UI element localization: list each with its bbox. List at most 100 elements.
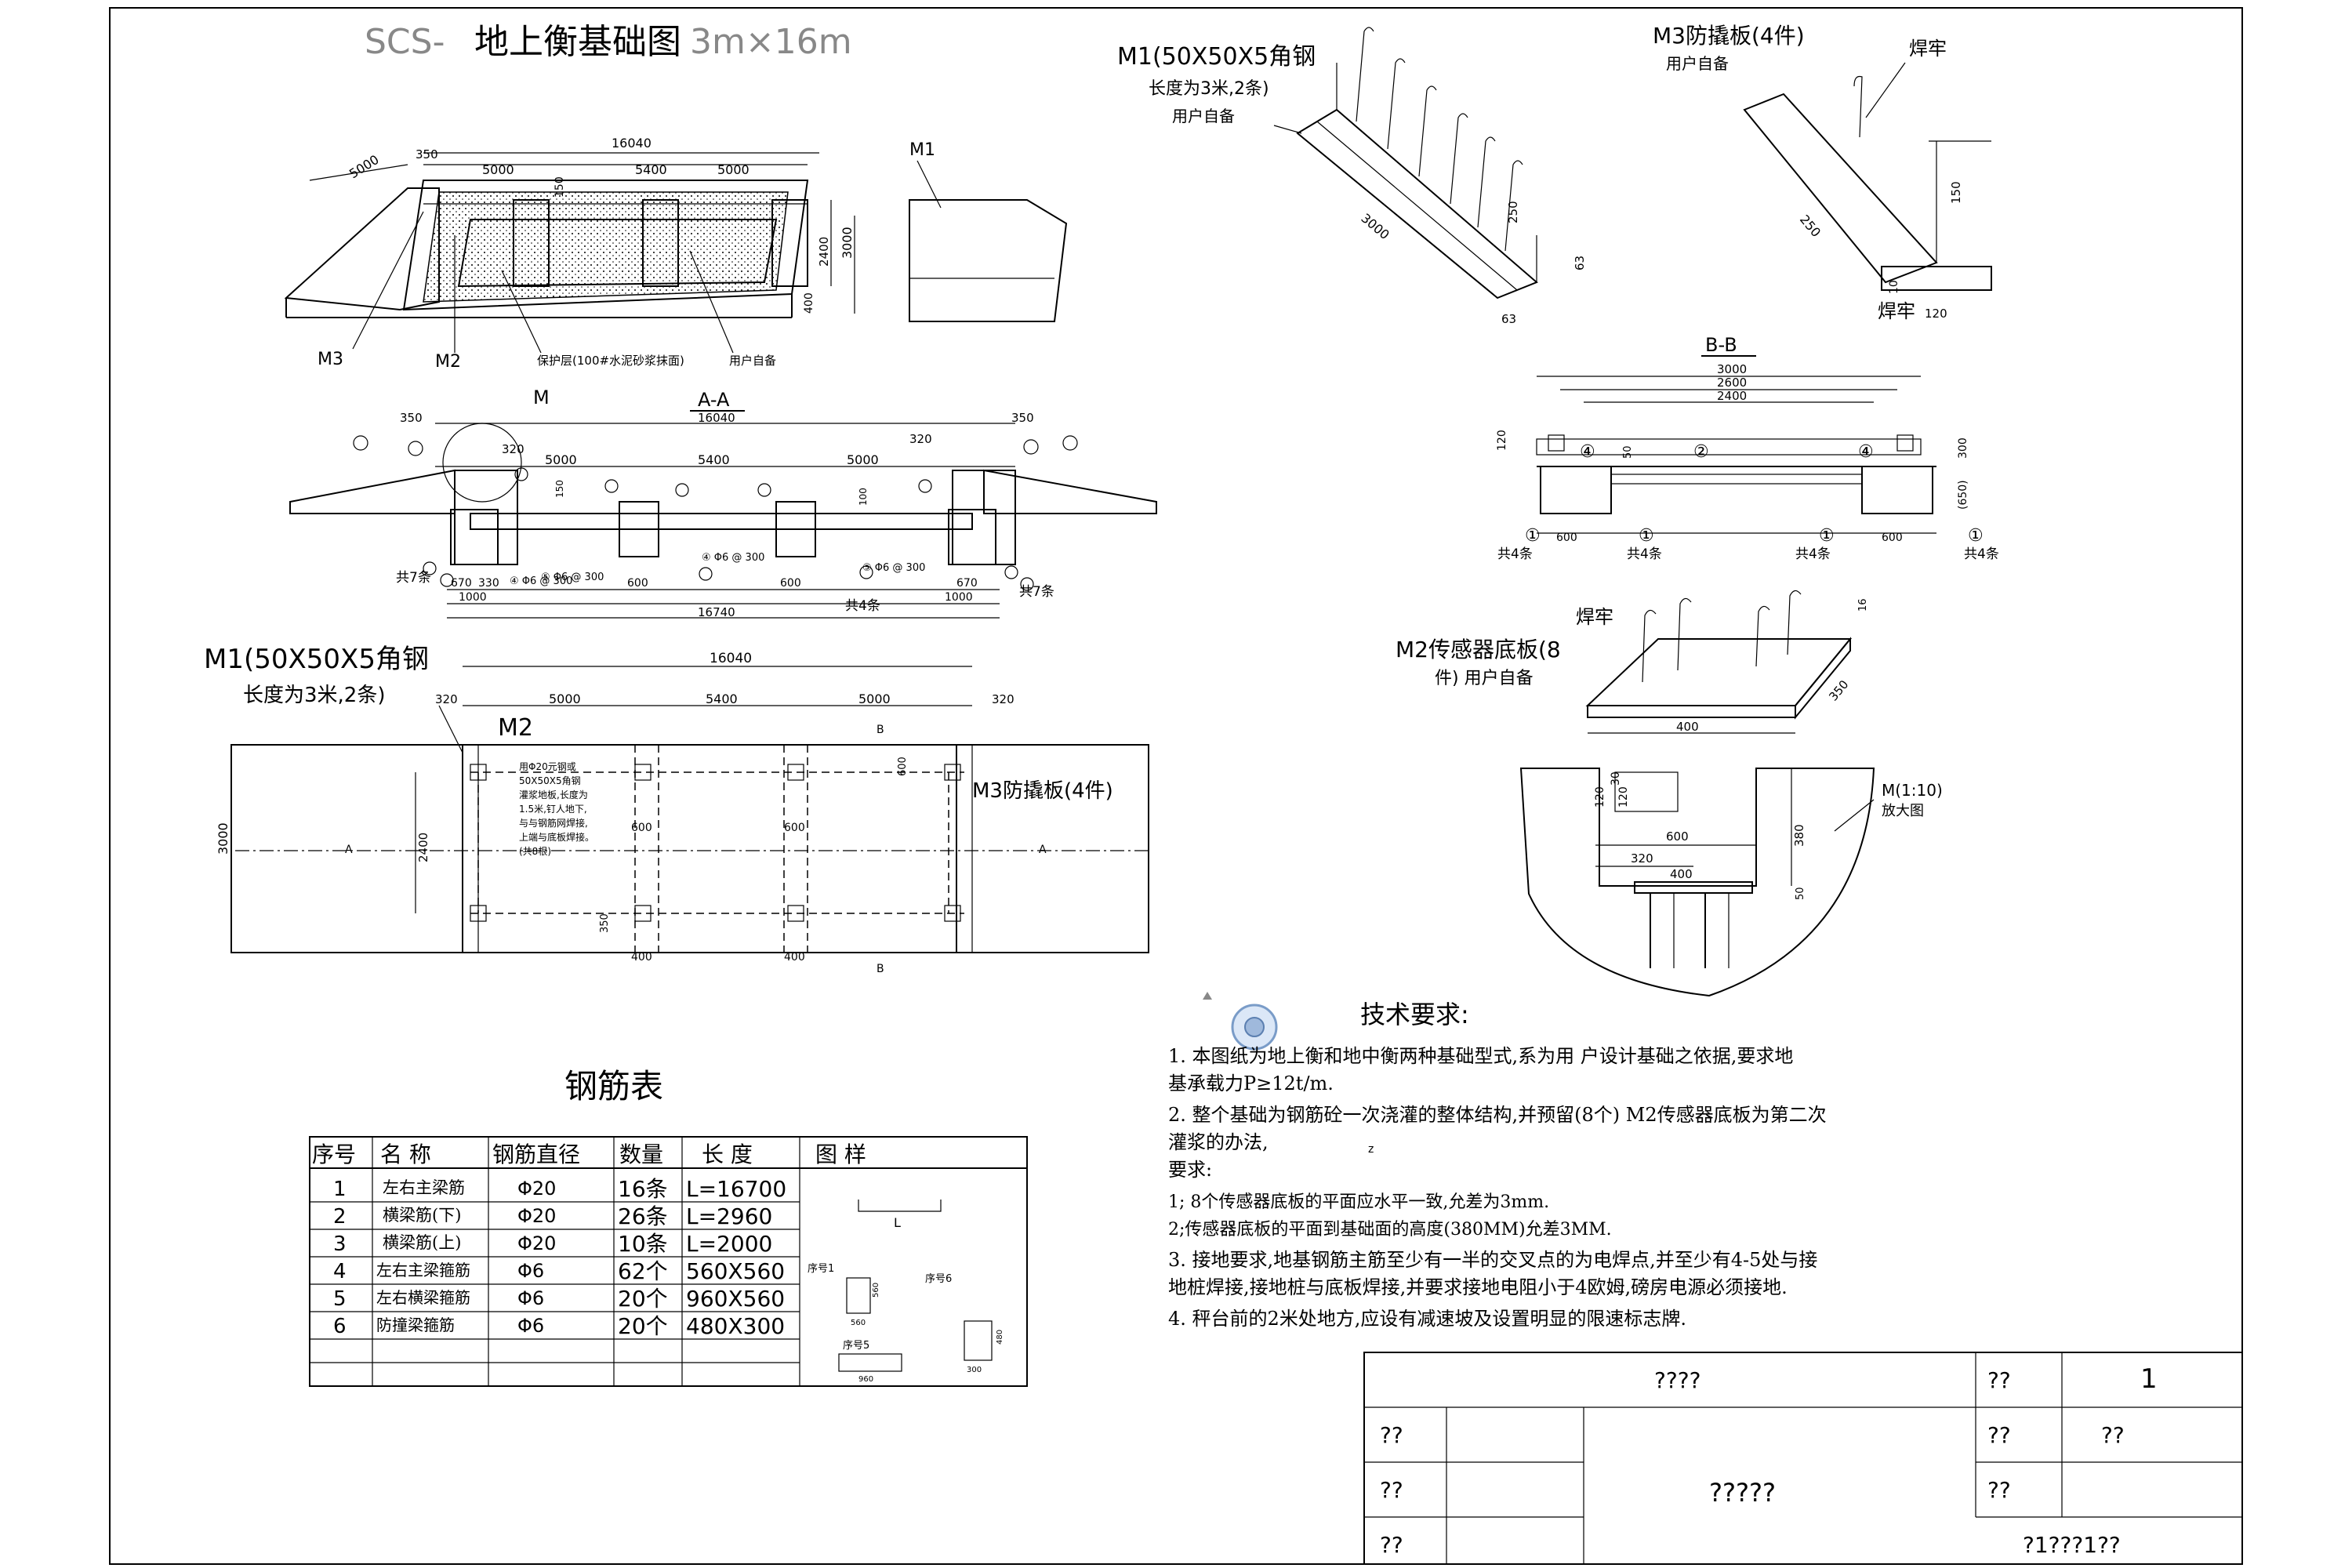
bb-circ-1c: ① <box>1819 526 1835 546</box>
svg-text:Φ20: Φ20 <box>517 1205 556 1227</box>
m2-sensor-plate-detail: M2传感器底板(8 件) 用户自备 焊牢 16 400 350 <box>1396 590 1869 734</box>
m3-detail-label-2: 用户自备 <box>1666 54 1729 73</box>
navigation-wheel-icon[interactable] <box>1203 992 1278 1051</box>
aa-dim-1000a: 1000 <box>459 591 487 604</box>
svg-text:960: 960 <box>858 1375 873 1384</box>
steel-col-len: 长 度 <box>702 1142 753 1167</box>
bb-dim-120: 120 <box>1496 430 1508 451</box>
aa-count-7a: 共7条 <box>396 570 431 586</box>
m2-detail-weld-label: 焊牢 <box>1576 606 1613 628</box>
tb-cell-title: ???? <box>1654 1367 1700 1393</box>
aa-dim-100: 100 <box>858 488 869 506</box>
bb-dim-600a: 600 <box>1556 532 1577 544</box>
m1-detail-dim-250: 250 <box>1506 201 1520 223</box>
detail-subtitle: 放大图 <box>1882 803 1924 819</box>
title-block: ???? ?? 1 ?? ?? ?? ?? ????? ?? ?? ?1???1… <box>1363 1352 2243 1565</box>
plan-m2-plates <box>470 764 961 922</box>
svg-text:Φ20: Φ20 <box>517 1232 556 1254</box>
tech-line-7: 2;传感器底板的平面到基础面的高度(380MM)允差3MM. <box>1168 1220 1612 1240</box>
svg-text:1.5米,钉人地下,: 1.5米,钉人地下, <box>519 804 587 815</box>
tech-line-2: 基承载力P≥12t/m. <box>1168 1073 1334 1094</box>
plan-sec-a-left: A <box>345 844 353 856</box>
svg-text:4: 4 <box>333 1260 347 1283</box>
iso-dim-5400: 5400 <box>635 162 667 177</box>
svg-text:62个: 62个 <box>618 1258 668 1284</box>
tb-cell-sheet-value: ?? <box>2101 1422 2125 1448</box>
tb-cell-check: ?? <box>1380 1477 1403 1503</box>
aa-rebar-note-4: ⑤ Φ6 @ 300 <box>862 562 925 574</box>
svg-text:横梁筋(上): 横梁筋(上) <box>383 1233 461 1252</box>
plan-view: M1(50X50X5角钢 长度为3米,2条) 16040 320 <box>204 644 1152 975</box>
svg-text:序号5: 序号5 <box>843 1340 869 1352</box>
detail-dim-120a: 120 <box>1594 786 1606 808</box>
bb-dim-600b: 600 <box>1882 532 1903 544</box>
m3-detail-dim-10: 10 <box>1888 280 1900 294</box>
tb-cell-scale-label: ?? <box>1987 1367 2011 1393</box>
aa-dim-350a: 350 <box>400 411 423 425</box>
tech-line-10: 4. 秤台前的2米处地方,应设有减速坡及设置明显的限速标志牌. <box>1168 1308 1686 1330</box>
svg-text:左右主梁箍筋: 左右主梁箍筋 <box>376 1261 470 1279</box>
plan-sec-a-right: A <box>1039 844 1047 856</box>
svg-text:序号6: 序号6 <box>925 1273 952 1285</box>
tb-cell-drawing-no: ?1???1?? <box>2023 1532 2121 1558</box>
m1-detail-dim-3000: 3000 <box>1358 211 1392 243</box>
bb-circ-1a: ① <box>1525 526 1541 546</box>
aa-rebar-note-1: ④ Φ6 @ 300 <box>510 575 572 587</box>
aa-dim-150: 150 <box>554 480 565 498</box>
title-main: 地上衡基础图 <box>474 22 681 62</box>
title-suffix: 3m×16m <box>690 22 852 62</box>
detail-dim-320: 320 <box>1631 851 1653 866</box>
title-prefix: SCS- <box>365 22 445 62</box>
aa-dim-16740: 16740 <box>698 605 735 619</box>
steel-table: 钢筋表 序号 名 称 钢筋直径 数量 长 度 图 样 1 左右主梁筋 Φ20 1… <box>309 1067 1028 1387</box>
aa-dim-670b: 670 <box>956 577 978 590</box>
bb-count-d: 共4条 <box>1964 546 1999 562</box>
aa-dim-600a: 600 <box>627 577 648 590</box>
detail-title: M(1:10) <box>1882 781 1943 800</box>
tech-line-3: 2. 整个基础为钢筋砼一次浇灌的整体结构,并预留(8个) M2传感器底板为第二次 <box>1168 1104 1827 1126</box>
m3-anti-pry-plate-detail: M3防撬板(4件) 用户自备 焊牢 250 150 10 120 焊牢 <box>1653 23 1992 322</box>
svg-text:Φ20: Φ20 <box>517 1178 556 1200</box>
bb-title: B-B <box>1705 334 1737 356</box>
steel-shape-sketches: L 序号1 560 560 序号6 480 300 序号5 960 <box>808 1200 1004 1384</box>
plan-dim-600a: 600 <box>631 822 652 834</box>
steel-col-shape: 图 样 <box>815 1142 866 1167</box>
bb-circ-4b: ④ <box>1858 442 1874 462</box>
bb-circ-2: ② <box>1693 442 1709 462</box>
bb-dim-2400: 2400 <box>1717 389 1747 403</box>
svg-text:与与钢筋网焊接,: 与与钢筋网焊接, <box>519 817 588 829</box>
detail-dim-600: 600 <box>1666 829 1689 844</box>
tb-cell-date-label: ?? <box>1987 1477 2011 1503</box>
svg-text:2: 2 <box>333 1205 347 1229</box>
tb-cell-scale-value: 1 <box>2140 1363 2158 1395</box>
tb-cell-design: ?? <box>1380 1422 1403 1448</box>
svg-text:20个: 20个 <box>618 1286 668 1312</box>
m-enlarged-detail: 30 120 120 600 320 400 380 50 M(1:10) 放大… <box>1519 768 1943 997</box>
svg-text:Φ6: Φ6 <box>517 1287 544 1309</box>
svg-text:480X300: 480X300 <box>686 1313 785 1339</box>
aa-dim-350b: 350 <box>1011 411 1034 425</box>
detail-dim-400: 400 <box>1670 867 1693 881</box>
svg-text:10条: 10条 <box>618 1231 668 1257</box>
aa-dim-670a: 670 <box>451 577 472 590</box>
m1-detail-label-1: M1(50X50X5角钢 <box>1117 43 1316 71</box>
svg-text:左右主梁筋: 左右主梁筋 <box>383 1178 465 1197</box>
steel-col-no: 序号 <box>312 1142 356 1167</box>
aa-rebar-note-2: ⑤ Φ6 @ 300 <box>541 572 604 583</box>
bb-count-b: 共4条 <box>1627 546 1662 562</box>
detail-dim-30: 30 <box>1610 771 1622 786</box>
detail-dim-380: 380 <box>1792 824 1806 847</box>
iso-dim-5000b: 5000 <box>482 162 514 177</box>
tb-cell-company: ????? <box>1709 1478 1776 1508</box>
aa-count-7b: 共7条 <box>1019 584 1054 600</box>
section-aa-view: A-A M 350 350 16040 320 3 <box>289 387 1157 619</box>
aa-dim-5000a: 5000 <box>545 452 577 467</box>
plan-sec-b-top: B <box>877 724 884 736</box>
plan-dim-5000a: 5000 <box>549 691 581 706</box>
plan-dim-400a: 400 <box>631 951 652 964</box>
iso-dim-2400: 2400 <box>817 237 831 267</box>
plan-m1-label-1: M1(50X50X5角钢 <box>204 644 429 675</box>
iso-dim-16040: 16040 <box>612 136 652 151</box>
plan-dim-3000: 3000 <box>216 822 230 855</box>
plan-outline <box>230 744 1149 953</box>
